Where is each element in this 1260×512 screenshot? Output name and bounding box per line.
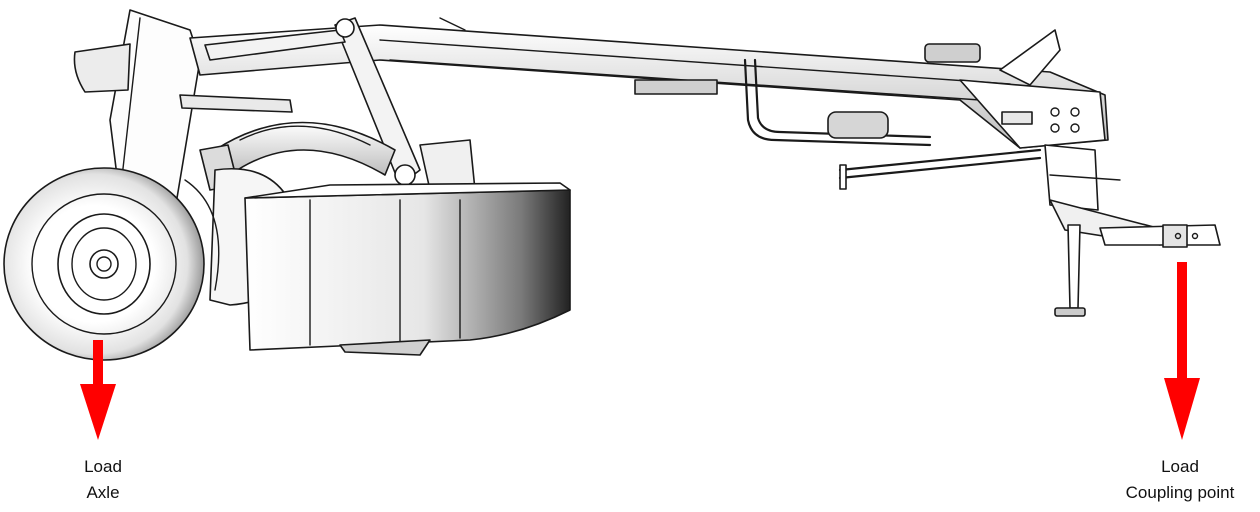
- coupling-load-label-line2: Coupling point: [1125, 483, 1235, 502]
- cutter-housing: [244, 182, 571, 356]
- coupling-assembly: [1044, 144, 1221, 317]
- coupling-load-arrow: [1164, 262, 1200, 440]
- axle-load-label-line2: Axle: [86, 483, 120, 502]
- coupling-load-label: Load Coupling point: [1100, 454, 1260, 506]
- coupling-load-label-line1: Load: [1161, 457, 1199, 476]
- lift-linkage: [179, 17, 476, 191]
- axle-load-label-line1: Load: [84, 457, 122, 476]
- drawbar: [189, 17, 1109, 149]
- hydraulic-pipe: [743, 58, 1042, 190]
- axle-load-label: Load Axle: [48, 454, 158, 506]
- rear-shield: [73, 9, 201, 211]
- main-wheel: [3, 167, 205, 361]
- axle-load-arrow: [80, 340, 116, 440]
